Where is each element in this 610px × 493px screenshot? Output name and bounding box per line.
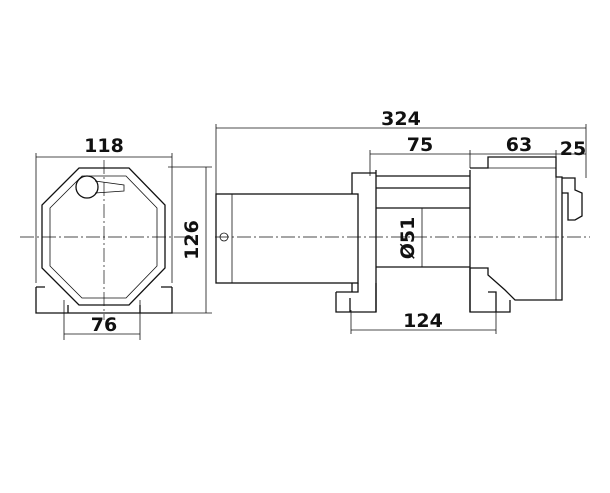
- end-view: 118 126 76: [20, 135, 212, 340]
- motor-flange: [351, 172, 376, 292]
- dim-118-label: 118: [84, 135, 124, 157]
- dim-76-label: 76: [91, 314, 117, 336]
- dim-25-label: 25: [560, 138, 586, 160]
- right-mounting-foot: [469, 268, 511, 313]
- gearbox-housing: [470, 156, 563, 301]
- clutch-handle: [562, 177, 583, 221]
- clutch-lever: [94, 180, 125, 194]
- dimension-25: 25: [556, 138, 586, 160]
- dimension-75: 75: [369, 134, 471, 176]
- end-view-base: [35, 286, 173, 314]
- dim-126-label: 126: [181, 220, 203, 260]
- left-mounting-foot: [335, 283, 377, 313]
- dimension-63: 63: [470, 134, 557, 157]
- dim-63-label: 63: [506, 134, 532, 156]
- motor-housing: [215, 193, 359, 284]
- dimension-76: 76: [63, 300, 141, 340]
- dim-dia-51-label: Ø51: [397, 217, 419, 260]
- dim-124-label: 124: [403, 310, 443, 332]
- dimension-124: 124: [350, 310, 497, 334]
- dimension-324: 324: [215, 108, 587, 194]
- dimension-126: 126: [168, 166, 212, 314]
- end-view-outer-octagon: [41, 167, 166, 306]
- end-view-inner-octagon: [49, 175, 158, 299]
- dimension-118: 118: [35, 135, 173, 283]
- dimension-dia-51: Ø51: [397, 207, 430, 268]
- side-view: 324 75 63 25 Ø51: [215, 108, 590, 334]
- dim-324-label: 324: [381, 108, 421, 130]
- tie-bar: [376, 175, 470, 189]
- dim-75-label: 75: [407, 134, 433, 156]
- clutch-knob: [75, 175, 99, 199]
